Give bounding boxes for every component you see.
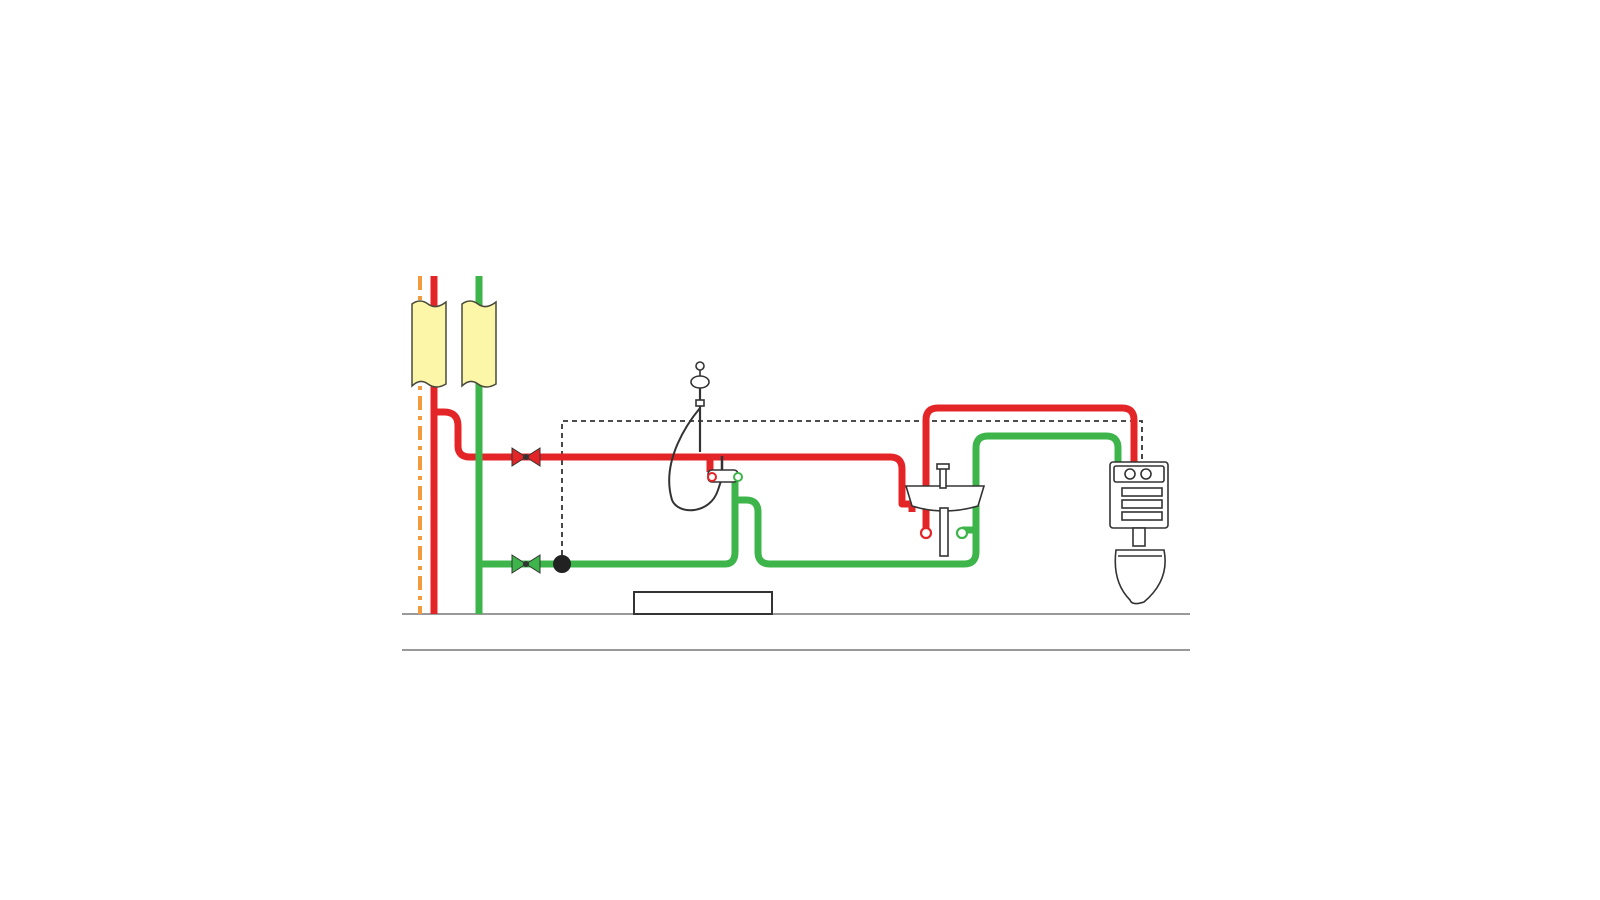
- basin-cold-angle-valve: [955, 526, 969, 540]
- basin-hot-angle-valve: [919, 526, 933, 540]
- cold-valve-hub: [523, 561, 529, 567]
- washbasin-tap-head: [936, 463, 950, 470]
- hot-valve-body: [511, 447, 527, 467]
- cistern-tank-line-2: [1121, 499, 1163, 509]
- wc-cistern-fixture: [1109, 461, 1169, 547]
- shower-mixer-cold-outlet: [733, 472, 743, 482]
- urinal-fixture: [1114, 549, 1166, 605]
- insulation-sleeves: [411, 300, 497, 388]
- cold-valve-body-2: [525, 554, 541, 574]
- cistern-tank-line-1: [1121, 487, 1163, 497]
- cistern-button-1: [1124, 468, 1136, 480]
- cold-valve-body: [511, 554, 527, 574]
- control-line: [561, 420, 1143, 564]
- hot-shutoff-valve: [511, 447, 541, 467]
- hot-valve-hub: [523, 454, 529, 460]
- cistern-flush-pipe: [1132, 527, 1146, 547]
- hot-valve-body-2: [525, 447, 541, 467]
- shower-fixture: [668, 361, 743, 512]
- cold-water-pipes: [475, 276, 1122, 614]
- cold-main-branch: [479, 432, 1122, 568]
- washbasin-fixture: [904, 463, 986, 557]
- shower-head-top: [695, 361, 705, 371]
- insulation-sleeve-hot: [411, 300, 447, 388]
- shower-rail-clip: [695, 399, 705, 407]
- washbasin-tap: [939, 467, 947, 489]
- cistern-button-2: [1140, 468, 1152, 480]
- floor: [402, 613, 1190, 651]
- cistern-top-panel: [1113, 465, 1165, 483]
- shower-head: [690, 375, 710, 389]
- cold-shutoff-valve: [511, 554, 541, 574]
- shower-mixer-hot-outlet: [707, 472, 717, 482]
- shower-hose: [668, 407, 723, 512]
- urinal-bowl: [1114, 549, 1166, 605]
- hot-basin-riser: [922, 404, 1138, 502]
- cistern-tank-line-3: [1121, 511, 1163, 521]
- washbasin-siphon: [939, 507, 949, 557]
- insulation-sleeve-cold: [461, 300, 497, 388]
- control-sensor-node: [553, 555, 571, 573]
- shower-tray: [633, 591, 773, 615]
- hot-main-branch: [434, 408, 916, 512]
